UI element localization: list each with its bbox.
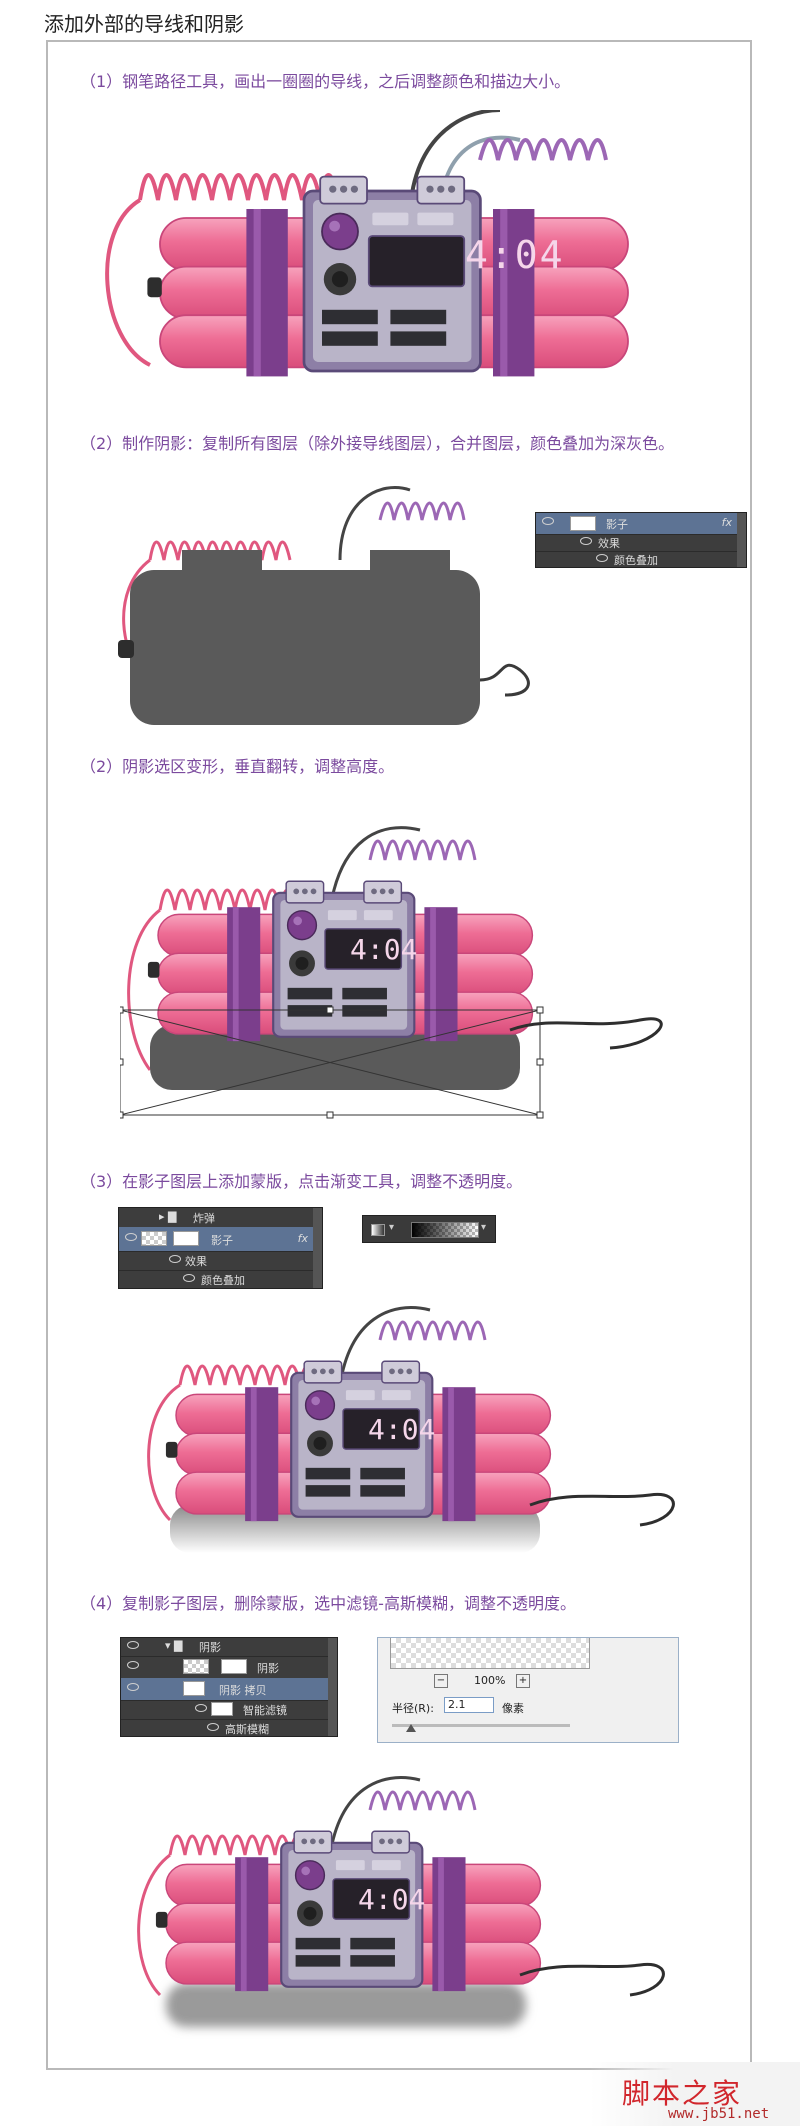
illustration-shadow-transform: 4:04 (116, 800, 730, 1130)
visibility-eye-icon[interactable] (127, 1661, 139, 1669)
illustration-bomb-with-wires: 4:04 (80, 108, 700, 400)
gradient-swatch[interactable] (411, 1222, 479, 1238)
step-5-caption: （4）复制影子图层，删除蒙版，选中滤镜-高斯模糊，调整不透明度。 (80, 1594, 576, 1613)
group-folder-icon[interactable]: ▸ ▇ (159, 1210, 177, 1223)
group-name[interactable]: 炸弹 (193, 1212, 215, 1225)
content-frame (46, 40, 752, 2070)
smart-filters-label: 智能滤镜 (243, 1704, 287, 1717)
overlay-eye-icon[interactable] (183, 1274, 195, 1282)
overlay-eye-icon[interactable] (596, 554, 608, 562)
panel-scrollbar[interactable] (328, 1638, 337, 1736)
illustration-grey-silhouette (110, 470, 530, 740)
layer-thumbnail (183, 1681, 205, 1696)
gradient-dropdown-icon[interactable]: ▾ (481, 1222, 487, 1233)
watermark-url: www.jb51.net (668, 2106, 770, 2122)
effects-label: 效果 (598, 537, 620, 550)
step-1-caption: （1）钢笔路径工具，画出一圈圈的导线，之后调整颜色和描边大小。 (80, 72, 571, 91)
radius-label: 半径(R): (392, 1702, 434, 1715)
effects-eye-icon[interactable] (580, 537, 592, 545)
color-overlay-label: 颜色叠加 (201, 1274, 245, 1287)
layer-thumbnail (141, 1231, 167, 1246)
filter-eye-icon[interactable] (195, 1704, 207, 1712)
effects-eye-icon[interactable] (169, 1255, 181, 1263)
group-name[interactable]: 阴影 (199, 1641, 221, 1654)
gaussian-blur-dialog: − 100% + 半径(R): 2.1 像素 (377, 1637, 679, 1743)
group-folder-icon[interactable]: ▾ ▇ (165, 1639, 183, 1652)
visibility-eye-icon[interactable] (542, 517, 554, 525)
layers-panel-shadow[interactable]: 影子 fx 效果 颜色叠加 (535, 512, 747, 568)
watermark-logo-text: 脚本之家 (622, 2077, 743, 2110)
visibility-eye-icon[interactable] (127, 1683, 139, 1691)
layer-thumbnail (183, 1659, 209, 1674)
color-overlay-label: 颜色叠加 (614, 554, 658, 567)
blur-preview (390, 1638, 590, 1669)
radius-slider-thumb[interactable] (406, 1724, 416, 1732)
visibility-eye-icon[interactable] (125, 1233, 137, 1241)
zoom-out-button[interactable]: − (434, 1674, 448, 1688)
layer-name[interactable]: 阴影 (257, 1662, 279, 1675)
dropdown-arrow-icon[interactable]: ▾ (389, 1222, 395, 1233)
zoom-level: 100% (474, 1674, 506, 1687)
filter-mask-thumbnail (211, 1702, 233, 1716)
gradient-tool-options[interactable]: ▾ ▾ (362, 1215, 496, 1243)
blur-eye-icon[interactable] (207, 1723, 219, 1731)
layer-name[interactable]: 影子 (211, 1234, 233, 1247)
visibility-eye-icon[interactable] (127, 1641, 139, 1649)
layer-name[interactable]: 影子 (606, 518, 628, 531)
page-title: 添加外部的导线和阴影 (44, 12, 244, 36)
zoom-in-button[interactable]: + (516, 1674, 530, 1688)
timer-display: 4:04 (465, 233, 565, 277)
mask-thumbnail[interactable] (221, 1659, 247, 1674)
panel-scrollbar[interactable] (313, 1208, 322, 1288)
mask-thumbnail[interactable] (173, 1231, 199, 1246)
radius-unit: 像素 (502, 1702, 524, 1715)
step-3-caption: （2）阴影选区变形，垂直翻转，调整高度。 (80, 757, 395, 776)
illustration-masked-shadow: 4:04 (140, 1290, 700, 1565)
radius-slider[interactable] (392, 1724, 570, 1727)
gaussian-blur-label[interactable]: 高斯模糊 (225, 1723, 269, 1736)
radius-input[interactable]: 2.1 (444, 1697, 494, 1713)
fx-icon[interactable]: fx (297, 1232, 308, 1245)
layer-thumbnail (570, 516, 596, 531)
timer-display: 4:04 (350, 933, 418, 966)
timer-display: 4:04 (368, 1413, 436, 1446)
illustration-blurred-shadow: 4:04 (130, 1755, 690, 2055)
step-2-caption: （2）制作阴影：复制所有图层（除外接导线图层），合并图层，颜色叠加为深灰色。 (80, 434, 675, 453)
layers-panel-mask[interactable]: ▸ ▇ 炸弹 影子 fx 效果 颜色叠加 (118, 1207, 323, 1289)
watermark-background (590, 2062, 800, 2126)
panel-scrollbar[interactable] (737, 513, 746, 567)
layers-panel-blur[interactable]: ▾ ▇ 阴影 阴影 阴影 拷贝 智能滤镜 高斯模糊 (120, 1637, 338, 1737)
fx-icon[interactable]: fx (721, 516, 732, 529)
layer-name[interactable]: 阴影 拷贝 (219, 1684, 267, 1697)
step-4-caption: （3）在影子图层上添加蒙版，点击渐变工具，调整不透明度。 (80, 1172, 523, 1191)
timer-display: 4:04 (358, 1883, 426, 1916)
gradient-tool-icon[interactable] (371, 1224, 385, 1236)
effects-label: 效果 (185, 1255, 207, 1268)
